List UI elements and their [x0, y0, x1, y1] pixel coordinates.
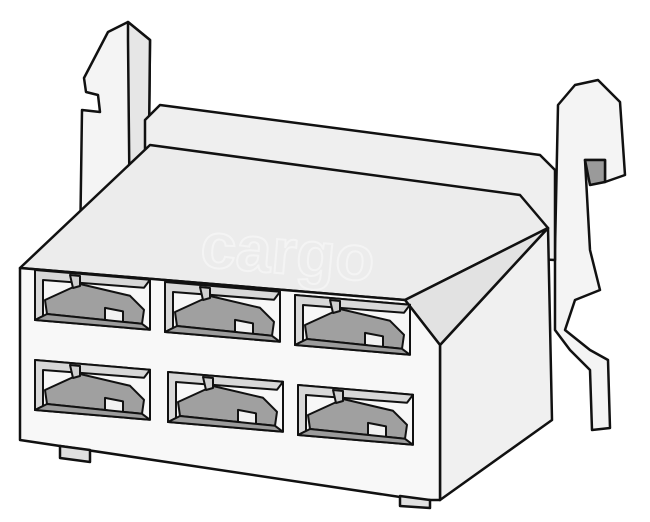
latch-tab: [329, 299, 341, 314]
cavity-ledge: [297, 428, 414, 446]
latch-tab: [332, 389, 344, 404]
terminal-cavity: [167, 371, 284, 433]
terminal-cavity: [297, 384, 414, 446]
cavity-ledge: [34, 313, 151, 331]
watermark-logo: cargo: [198, 208, 378, 295]
right-latch-clip: [553, 78, 627, 432]
cavity-ledge: [34, 403, 151, 421]
latch-tab: [69, 274, 81, 289]
latch-tab: [199, 286, 211, 301]
terminal-cavity: [294, 294, 411, 356]
right-latch-notch: [583, 158, 607, 187]
terminal-cavity: [164, 281, 281, 343]
latch-tab: [202, 376, 214, 391]
foot-left: [58, 444, 92, 464]
terminal-cavity: [34, 269, 151, 331]
cavity-ledge: [167, 415, 284, 433]
cavity-ledge: [294, 338, 411, 356]
cavity-ledge: [164, 325, 281, 343]
terminal-cavity: [34, 359, 151, 421]
foot-right: [398, 494, 432, 510]
latch-tab: [69, 364, 81, 379]
